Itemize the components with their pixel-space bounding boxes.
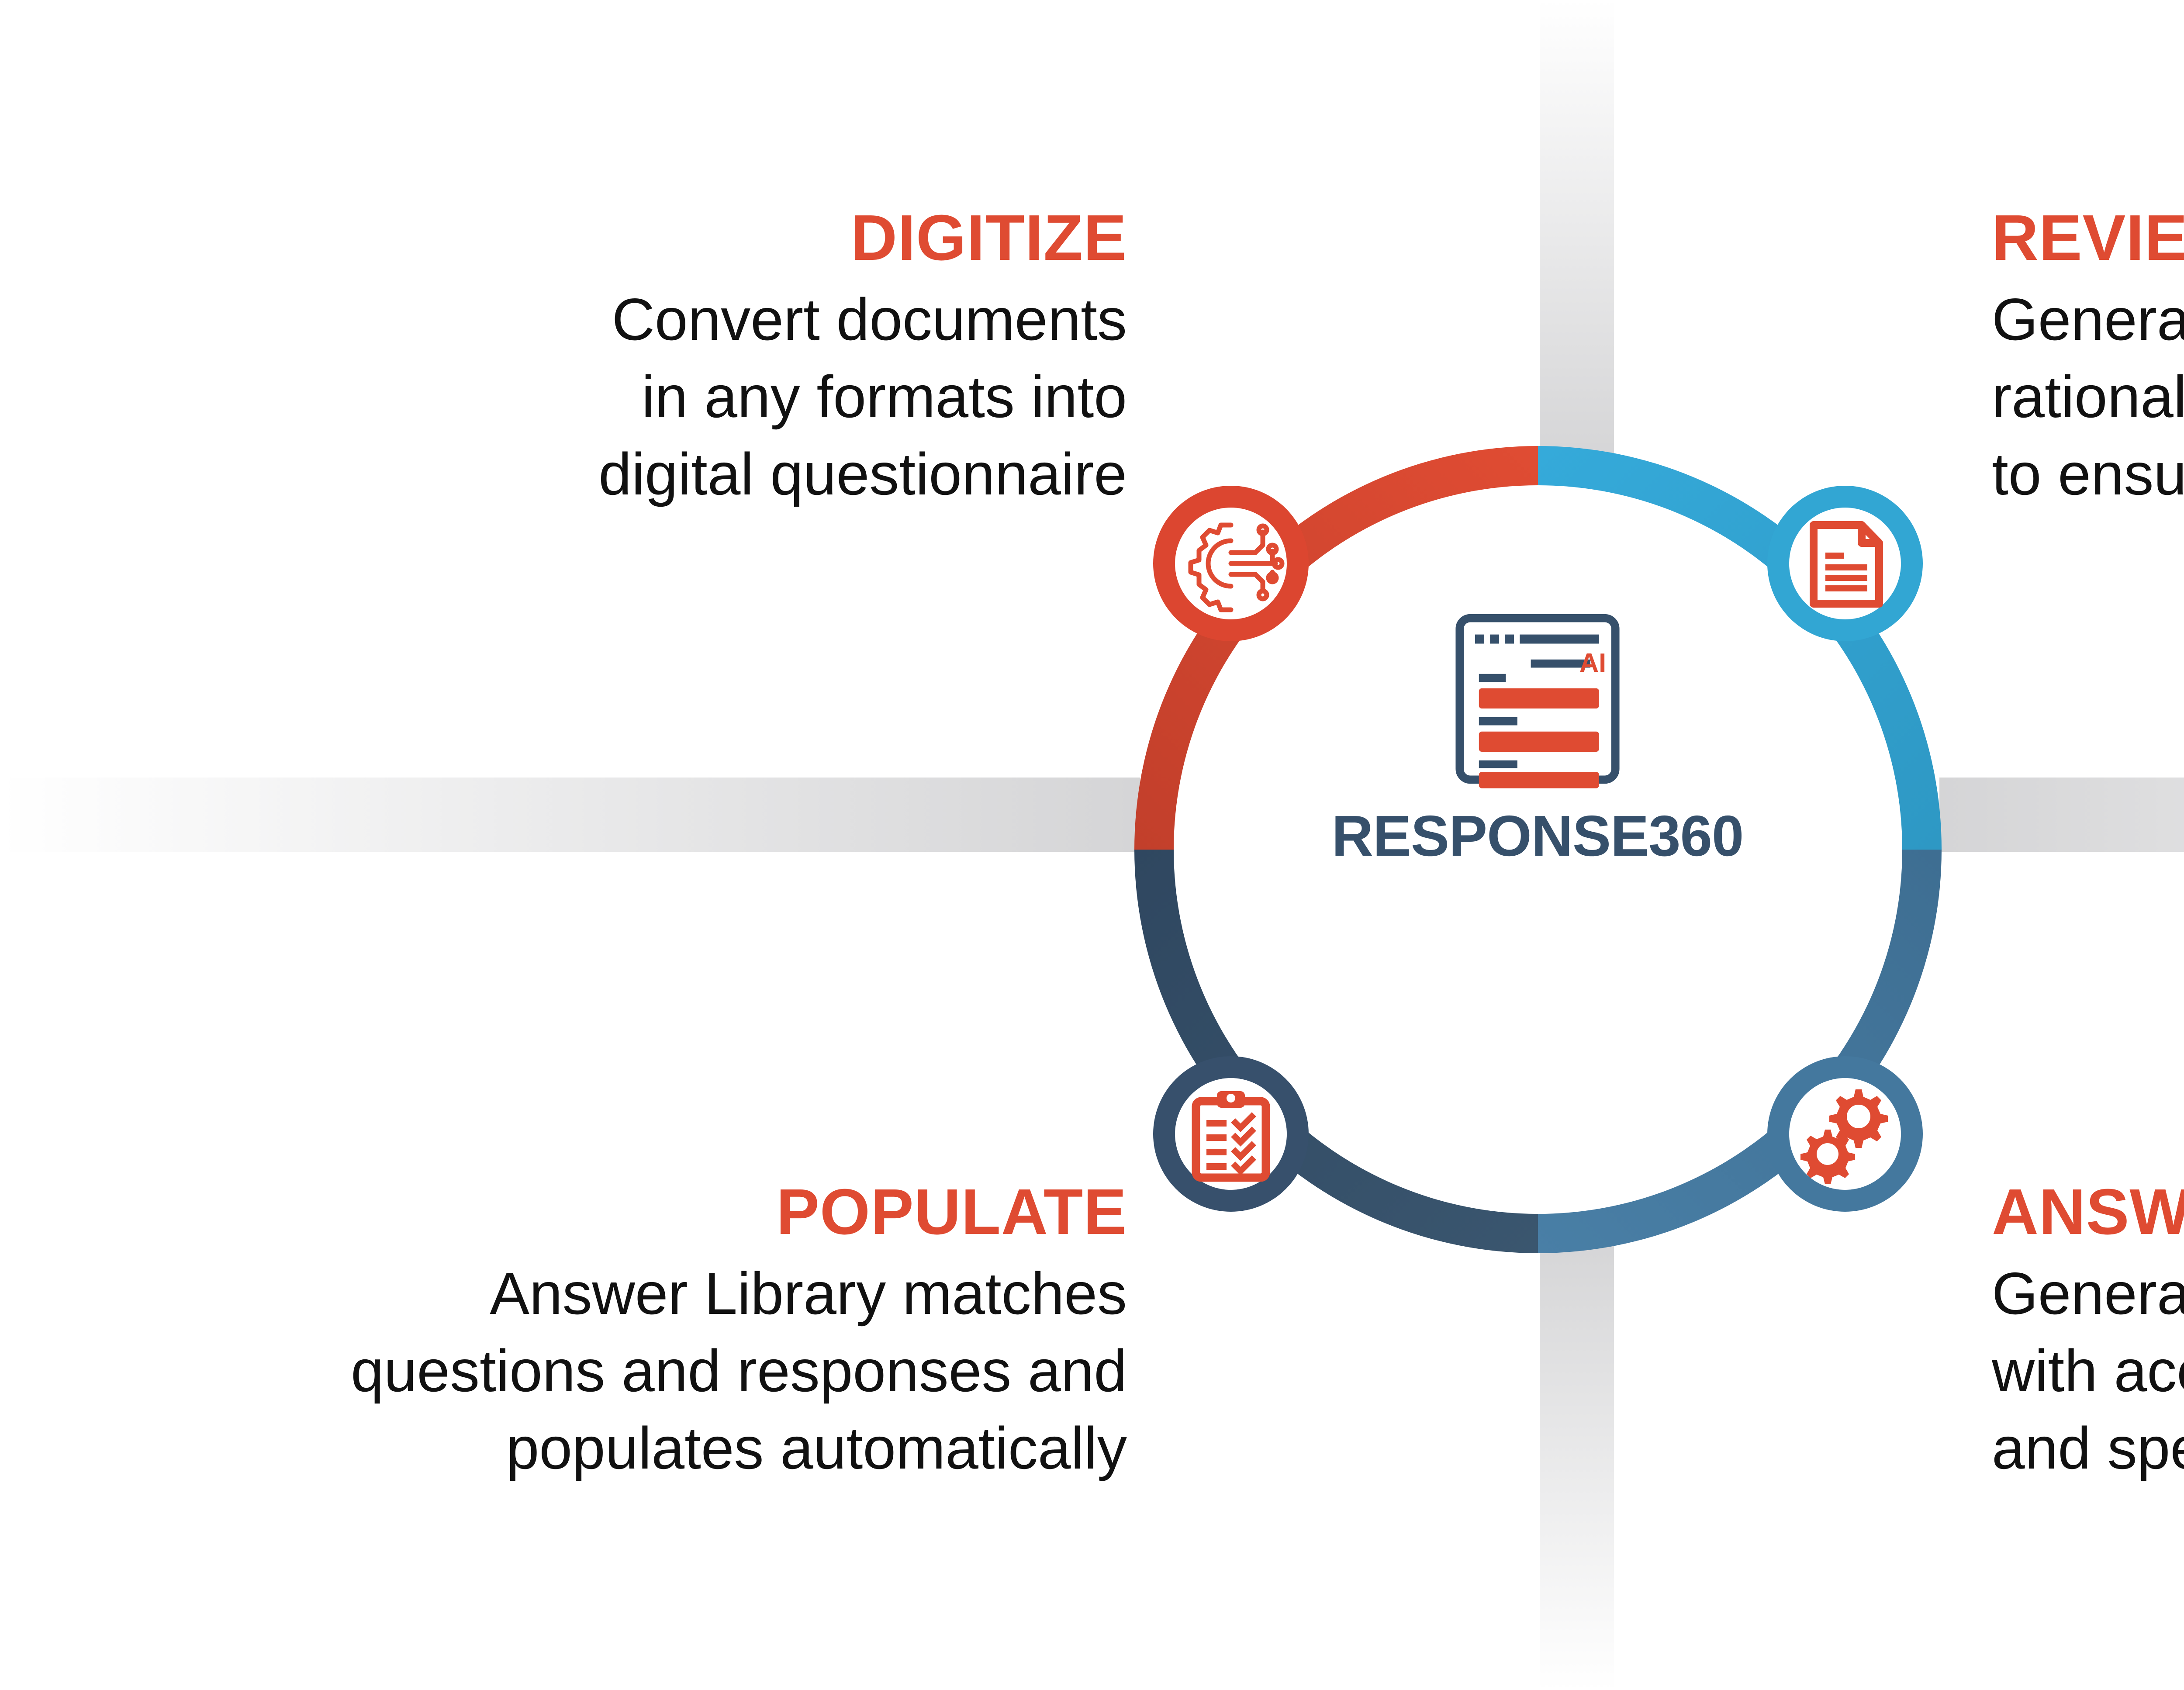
cycle-ring	[1134, 446, 1942, 1253]
ring-segment-review	[1538, 446, 1942, 850]
quadrant-title-digitize: DIGITIZE	[850, 202, 1127, 274]
document-icon	[1810, 521, 1883, 608]
badge-answer[interactable]	[1766, 1055, 1924, 1213]
center-brand-group: AI RESPONSE360	[1188, 603, 1887, 1040]
quadrant-title-answer: ANSWER	[1992, 1176, 2184, 1248]
quadrant-text-review: REVIEW Generates supporting rationale — …	[1992, 205, 2184, 512]
gears-icon	[1800, 1089, 1888, 1184]
brand-title: RESPONSE360	[1331, 804, 1744, 868]
badge-digitize[interactable]	[1152, 485, 1310, 642]
text-line: to ensure team alignment	[1992, 440, 2184, 507]
quadrant-body-digitize: Convert documents in any formats into di…	[245, 281, 1127, 512]
text-line: and speed	[1992, 1414, 2184, 1481]
text-line: rationale — Track changes	[1992, 363, 2184, 430]
quadrant-text-populate: POPULATE Answer Library matches question…	[52, 1179, 1127, 1486]
shadow-band-horizontal-right	[1939, 778, 2184, 852]
ai-form-window-icon: AI	[1441, 603, 1634, 795]
ai-chip-gear-icon	[1188, 522, 1285, 612]
ring-segment-answer	[1538, 850, 1942, 1253]
text-line: Convert documents	[612, 286, 1127, 353]
shadow-band-vertical-top	[1540, 0, 1614, 463]
text-line: questions and responses and	[351, 1337, 1127, 1404]
ring-segment-digitize	[1134, 446, 1538, 850]
shadow-band-horizontal-left	[0, 778, 1140, 852]
text-line: digital questionnaire	[598, 440, 1127, 507]
text-line: Generates supporting	[1992, 286, 2184, 353]
clipboard-checklist-icon	[1192, 1091, 1270, 1182]
quadrant-body-review: Generates supporting rationale — Track c…	[1992, 281, 2184, 512]
quadrant-title-populate: POPULATE	[776, 1176, 1127, 1248]
text-line: with accuracy	[1992, 1337, 2184, 1404]
text-line: populates automatically	[506, 1414, 1127, 1481]
text-line: Answer Library matches	[490, 1260, 1127, 1327]
badge-review[interactable]	[1766, 485, 1924, 642]
quadrant-title-review: REVIEW	[1992, 202, 2184, 274]
svg-text:AI: AI	[1579, 648, 1607, 678]
quadrant-body-populate: Answer Library matches questions and res…	[52, 1255, 1127, 1486]
ring-segment-populate	[1134, 850, 1538, 1253]
text-line: in any formats into	[641, 363, 1127, 430]
quadrant-text-answer: ANSWER Generate responses with accuracy …	[1992, 1179, 2184, 1486]
shadow-band-vertical-bottom	[1540, 1236, 1614, 1690]
text-line: Generate responses	[1992, 1260, 2184, 1327]
badge-populate[interactable]	[1152, 1055, 1310, 1213]
quadrant-body-answer: Generate responses with accuracy and spe…	[1992, 1255, 2184, 1486]
quadrant-text-digitize: DIGITIZE Convert documents in any format…	[245, 205, 1127, 512]
